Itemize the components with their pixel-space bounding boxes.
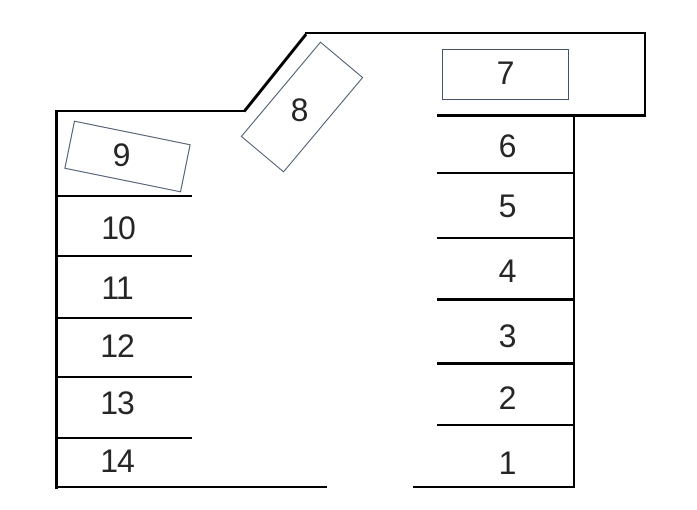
space-label-4: 4 — [498, 253, 517, 289]
space-label-6: 6 — [498, 128, 517, 164]
space-label-1: 1 — [498, 445, 517, 481]
right-column-right-wall — [572, 114, 575, 488]
divider-right-4-3 — [437, 298, 575, 301]
space-label-8: 8 — [290, 92, 309, 128]
space-label-7: 7 — [496, 55, 515, 91]
boundary-top-left-wall — [55, 109, 245, 112]
boundary-right-outer-wall — [643, 31, 646, 117]
boundary-left-wall — [55, 109, 58, 489]
divider-right-6-5 — [437, 171, 575, 174]
space-label-9: 9 — [112, 137, 131, 173]
divider-left-10-11 — [55, 254, 192, 257]
bottom-left-wall — [55, 485, 327, 488]
space-label-13: 13 — [100, 385, 135, 421]
divider-left-13-14 — [55, 436, 192, 439]
divider-left-9-10 — [55, 194, 192, 197]
space-label-14: 14 — [100, 443, 135, 479]
bottom-right-wall — [413, 485, 575, 488]
divider-right-2-1 — [437, 423, 575, 426]
space-box-7 — [442, 49, 569, 100]
boundary-top-wall — [304, 31, 646, 34]
space-label-3: 3 — [498, 318, 517, 354]
corridor-bottom-wall — [437, 114, 646, 117]
space-label-11: 11 — [101, 270, 133, 306]
divider-right-3-2 — [437, 362, 575, 365]
space-label-10: 10 — [101, 210, 136, 246]
space-label-5: 5 — [498, 188, 517, 224]
space-label-12: 12 — [100, 328, 135, 364]
divider-right-5-4 — [437, 236, 575, 239]
space-label-2: 2 — [498, 380, 517, 416]
divider-left-12-13 — [55, 375, 192, 378]
divider-left-11-12 — [55, 316, 192, 319]
